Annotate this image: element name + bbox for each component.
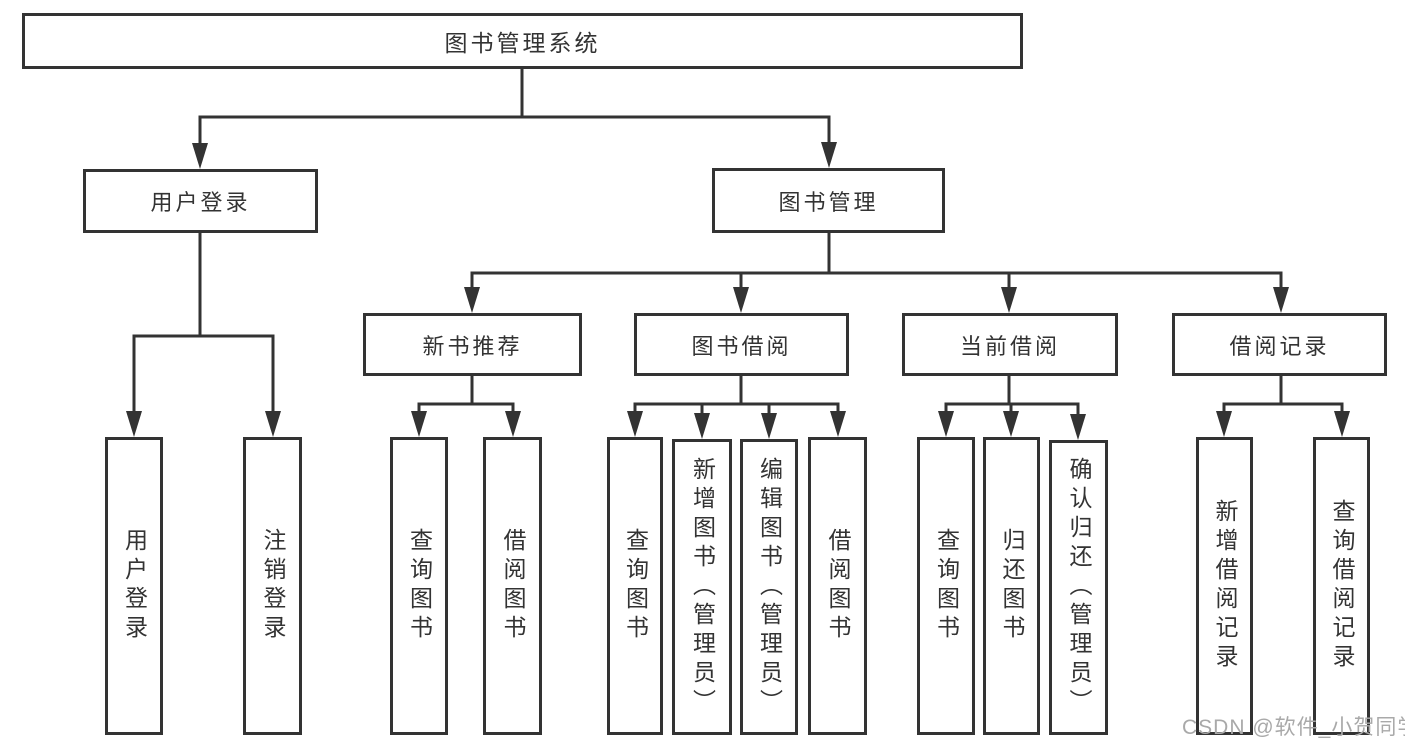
node-current-borrow: 当前借阅 [902,313,1118,376]
leaf-query-books-1: 查询图书 [390,437,448,735]
tree-edge [411,374,521,437]
tree-edge [464,231,1289,313]
leaf-query-books-2: 查询图书 [607,437,663,735]
leaf-user-login: 用户登录 [105,437,163,735]
csdn-watermark: CSDN @软件_小贺同学 [1182,716,1405,739]
node-label: 查询借阅记录 [1329,499,1355,673]
node-label: 查询图书 [622,528,649,644]
node-new-book-recommend: 新书推荐 [363,313,582,376]
arrowhead-down-icon [505,411,521,437]
arrowhead-down-icon [694,413,710,439]
node-label: 借阅图书 [825,528,851,644]
arrowhead-down-icon [265,411,281,437]
arrowhead-down-icon [464,287,480,313]
node-label: 图书借阅 [691,333,792,359]
node-root: 图书管理系统 [22,13,1023,69]
node-label: 查询图书 [406,528,433,644]
node-label: 图书管理系统 [444,30,601,56]
node-label: 新增图书（管理员） [689,456,716,718]
tree-edge [627,374,846,439]
arrowhead-down-icon [1216,411,1232,437]
leaf-borrow-books-2: 借阅图书 [808,437,867,735]
node-label: 借阅图书 [500,528,526,644]
node-book-borrow: 图书借阅 [634,313,849,376]
node-label: 注销登录 [260,528,286,644]
arrowhead-down-icon [938,411,954,437]
arrowhead-down-icon [126,411,142,437]
leaf-return-book: 归还图书 [983,437,1040,735]
node-label: 当前借阅 [959,333,1060,359]
node-user-login: 用户登录 [83,169,318,233]
leaf-add-book-admin: 新增图书（管理员） [672,439,732,735]
node-label: 图书管理 [778,189,879,215]
arrowhead-down-icon [821,142,837,168]
node-label: 用户登录 [121,528,148,644]
node-label: 编辑图书（管理员） [756,456,783,718]
node-label: 用户登录 [150,190,251,215]
arrowhead-down-icon [761,413,777,439]
leaf-borrow-books-1: 借阅图书 [483,437,542,735]
node-label: 确认归还（管理员） [1066,457,1092,718]
node-borrow-records: 借阅记录 [1172,313,1387,376]
tree-edge [126,231,281,437]
tree-edge [938,374,1086,440]
arrowhead-down-icon [733,287,749,313]
leaf-add-borrow-record: 新增借阅记录 [1196,437,1253,735]
node-label: 新书推荐 [422,333,523,359]
leaf-edit-book-admin: 编辑图书（管理员） [740,439,798,735]
tree-edge [1216,374,1350,437]
leaf-query-borrow-record: 查询借阅记录 [1313,437,1370,735]
arrowhead-down-icon [1001,287,1017,313]
arrowhead-down-icon [1003,411,1019,437]
arrowhead-down-icon [192,143,208,169]
arrowhead-down-icon [1070,414,1086,440]
arrowhead-down-icon [627,411,643,437]
arrowhead-down-icon [1273,287,1289,313]
leaf-confirm-return-admin: 确认归还（管理员） [1049,440,1108,735]
leaf-query-books-3: 查询图书 [917,437,975,735]
node-label: 借阅记录 [1229,333,1330,359]
tree-edge [192,67,837,169]
node-label: 归还图书 [999,528,1025,644]
node-label: 新增借阅记录 [1212,499,1238,673]
arrowhead-down-icon [1334,411,1350,437]
arrowhead-down-icon [830,411,846,437]
arrowhead-down-icon [411,411,427,437]
node-book-management: 图书管理 [712,168,945,233]
leaf-logout: 注销登录 [243,437,302,735]
node-label: 查询图书 [933,528,960,644]
